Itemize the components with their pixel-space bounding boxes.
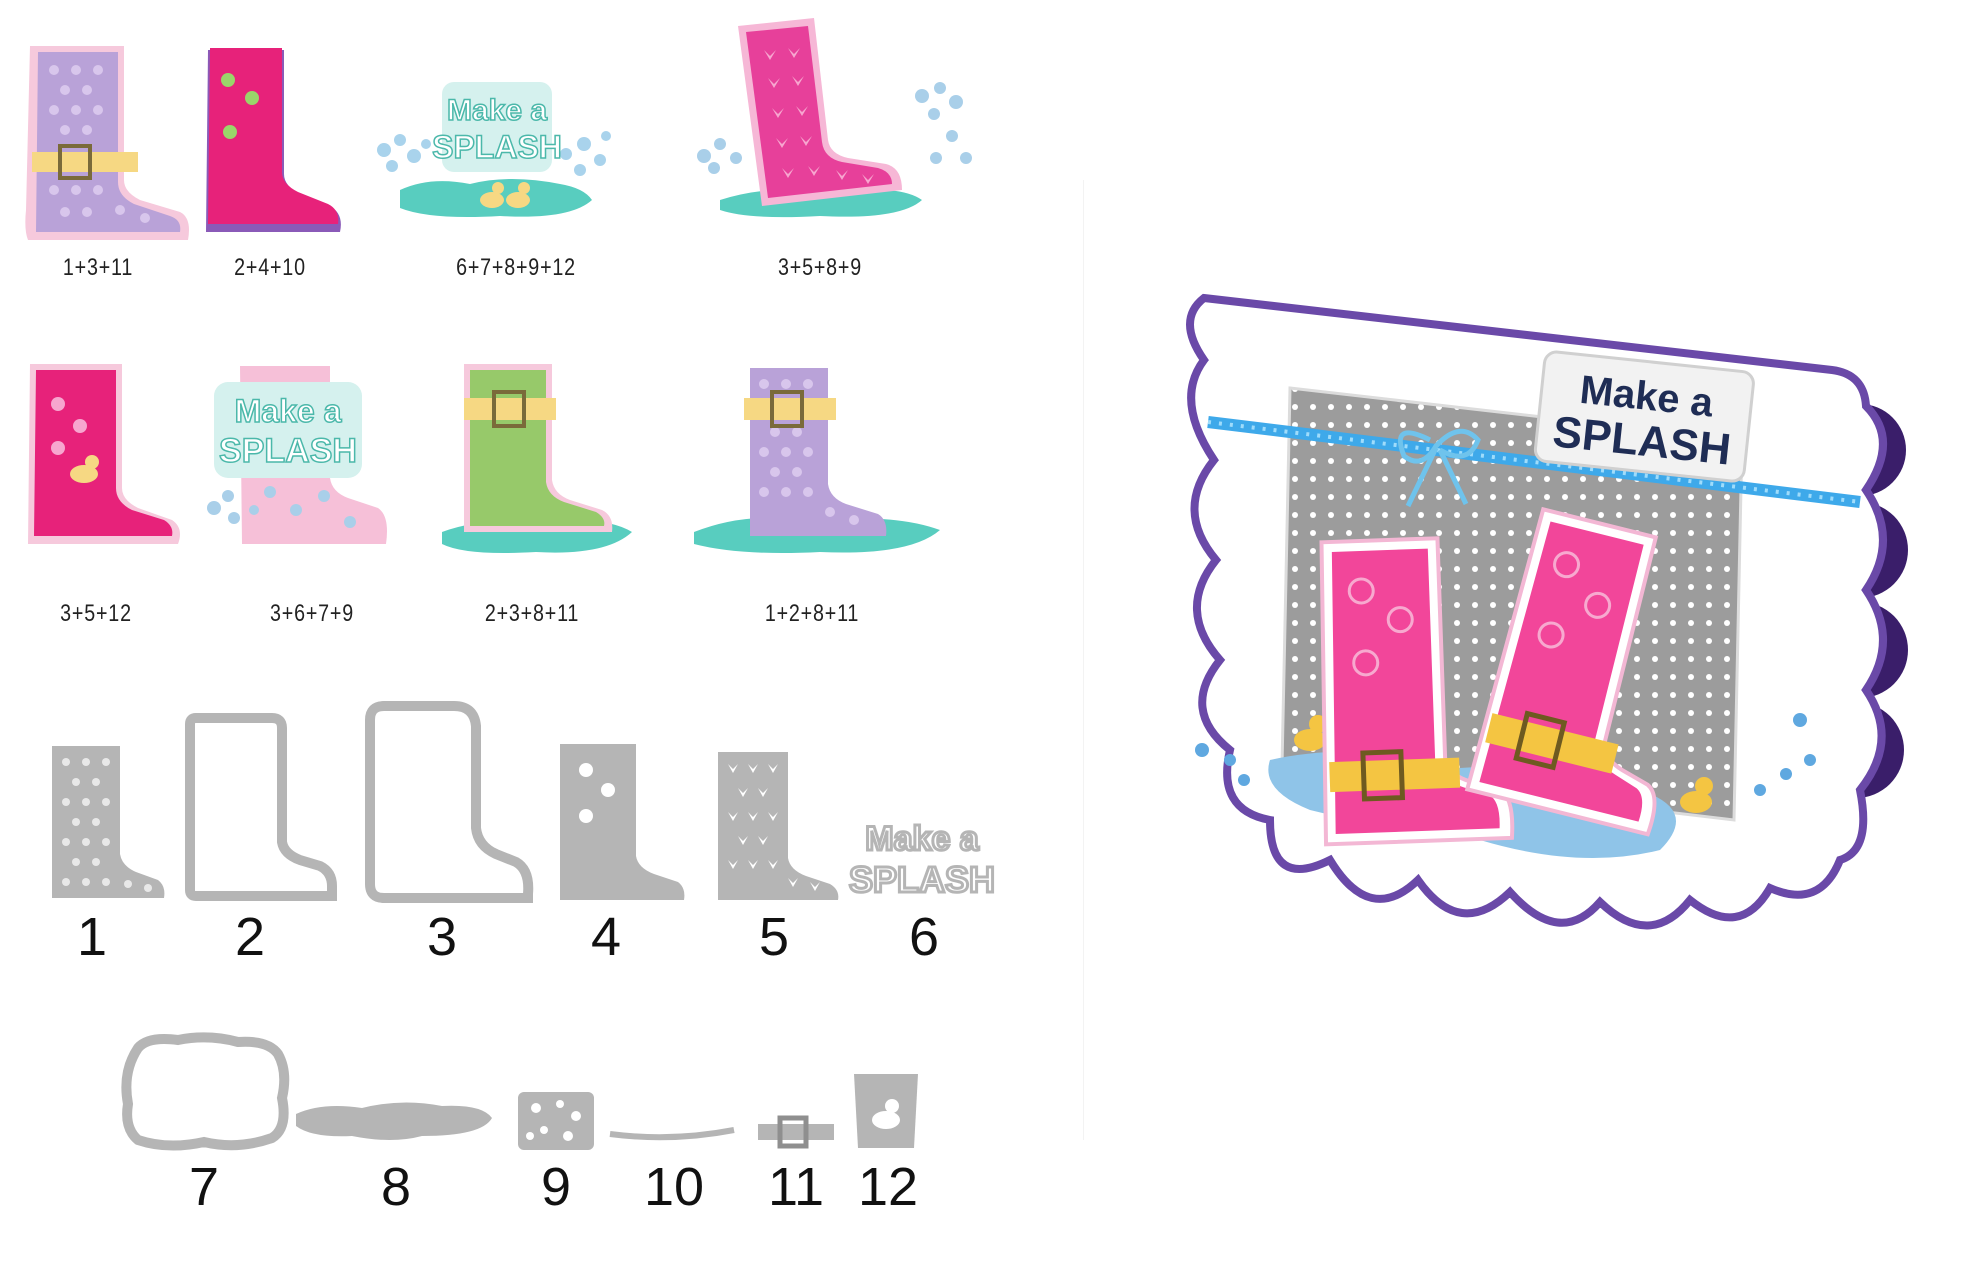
die-number: 4	[590, 907, 622, 967]
die-6-make-a-splash-word: Make a SPLASH	[847, 819, 996, 902]
boot-green-buckle	[442, 364, 632, 553]
die-4-flower-boot	[560, 744, 685, 900]
sample-card: Make a SPLASH	[1186, 293, 1908, 930]
word-art-line1: Make a	[235, 393, 342, 429]
combo-label: 2+4+10	[234, 254, 306, 281]
die-11-buckle	[758, 1115, 834, 1149]
die-8-puddle	[296, 1102, 492, 1140]
die-2-boot-outline	[185, 713, 337, 901]
combo-label: 1+3+11	[62, 254, 134, 281]
die-number: 3	[426, 907, 458, 967]
combo-label: 3+5+8+9	[778, 254, 862, 281]
word-art-line1: Make a	[865, 820, 979, 858]
combo-label: 2+3+8+11	[484, 600, 580, 627]
word-art-line1: Make a	[447, 94, 547, 127]
die-5-heart-boot	[718, 752, 839, 900]
die-10-strip	[609, 1127, 735, 1141]
die-9-raindrops	[518, 1092, 594, 1150]
die-number: 6	[908, 907, 940, 967]
die-number: 1	[76, 907, 108, 967]
boot-magenta-flowers	[206, 48, 341, 232]
die-number: 10	[643, 1157, 705, 1217]
boot-magenta-duck	[28, 364, 180, 544]
word-art-line2: SPLASH	[219, 432, 357, 470]
make-a-splash-pink-boot: Make a SPLASH	[207, 366, 387, 544]
combo-label: 1+2+8+11	[764, 600, 860, 627]
word-art-line2: SPLASH	[849, 859, 995, 900]
die-1-polka-boot	[52, 746, 165, 898]
boot-lavender-buckle	[25, 46, 190, 240]
combo-label: 6+7+8+9+12	[456, 254, 576, 281]
word-art-line2: SPLASH	[432, 129, 562, 165]
die-7-cloud-outline	[121, 1032, 290, 1151]
combo-label: 3+6+7+9	[270, 600, 354, 627]
combo-label: 3+5+12	[60, 600, 132, 627]
die-number: 12	[857, 1157, 919, 1217]
die-3-boot-outline-large	[365, 701, 534, 903]
die-number: 5	[758, 907, 790, 967]
die-number: 2	[234, 907, 266, 967]
die-number: 9	[540, 1157, 572, 1217]
boot-lavender-polka	[694, 368, 940, 553]
boot-pink-hearts-splash	[697, 18, 972, 218]
die-number: 7	[188, 1157, 220, 1217]
make-a-splash-puddle: Make a SPLASH	[377, 82, 611, 217]
panel-divider	[1083, 180, 1084, 1140]
die-number: 8	[380, 1157, 412, 1217]
die-12-duck-tag	[854, 1074, 918, 1148]
die-number: 11	[767, 1157, 825, 1217]
